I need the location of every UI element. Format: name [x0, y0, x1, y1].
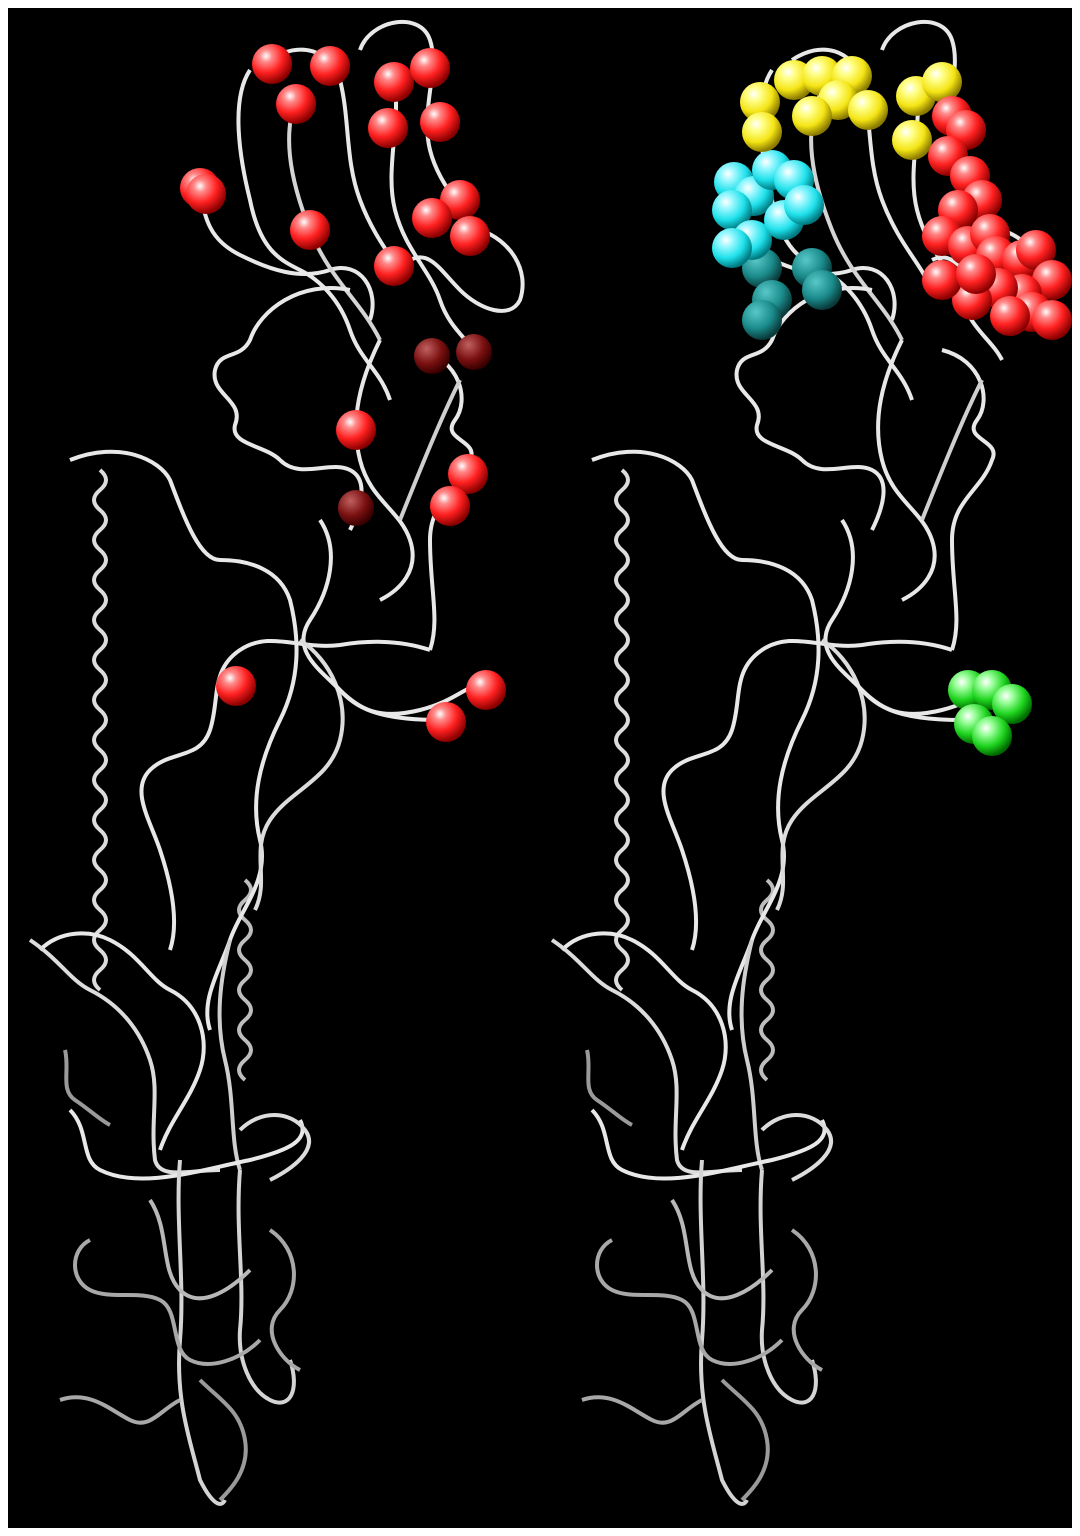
- cyan-sphere-dim: [802, 270, 842, 310]
- red-sphere: [1032, 300, 1072, 340]
- yellow-sphere: [740, 82, 780, 122]
- yellow-sphere: [922, 62, 962, 102]
- red-sphere: [412, 198, 452, 238]
- yellow-sphere: [892, 120, 932, 160]
- yellow-sphere: [742, 112, 782, 152]
- cyan-sphere: [784, 185, 824, 225]
- yellow-sphere: [792, 96, 832, 136]
- cyan-sphere-dim: [742, 300, 782, 340]
- red-sphere: [448, 454, 488, 494]
- red-sphere-dim: [338, 490, 374, 526]
- green-sphere: [992, 684, 1032, 724]
- red-sphere: [336, 410, 376, 450]
- red-sphere: [252, 44, 292, 84]
- red-sphere: [420, 102, 460, 142]
- red-sphere-dim: [456, 334, 492, 370]
- red-sphere: [410, 48, 450, 88]
- protein-ribbon-right-panel: [550, 19, 1072, 1506]
- red-sphere: [466, 670, 506, 710]
- red-sphere: [310, 46, 350, 86]
- green-sphere: [972, 716, 1012, 756]
- red-sphere: [1032, 260, 1072, 300]
- red-sphere: [450, 216, 490, 256]
- red-sphere: [276, 84, 316, 124]
- cyan-sphere: [712, 190, 752, 230]
- red-sphere: [990, 296, 1030, 336]
- red-sphere: [426, 702, 466, 742]
- black-background: [8, 8, 1072, 1528]
- red-sphere: [368, 108, 408, 148]
- red-sphere: [430, 486, 470, 526]
- red-sphere-dim: [414, 338, 450, 374]
- red-sphere: [1016, 230, 1056, 270]
- protein-ribbon-left-panel: [28, 19, 525, 1506]
- red-sphere: [374, 62, 414, 102]
- red-sphere: [374, 246, 414, 286]
- red-sphere: [922, 260, 962, 300]
- red-sphere: [956, 254, 996, 294]
- red-sphere: [186, 174, 226, 214]
- cyan-sphere: [712, 228, 752, 268]
- red-sphere-group-left: [180, 44, 506, 742]
- red-sphere: [216, 666, 256, 706]
- red-sphere: [290, 210, 330, 250]
- colored-sphere-group-right: [712, 56, 1072, 756]
- yellow-sphere: [848, 90, 888, 130]
